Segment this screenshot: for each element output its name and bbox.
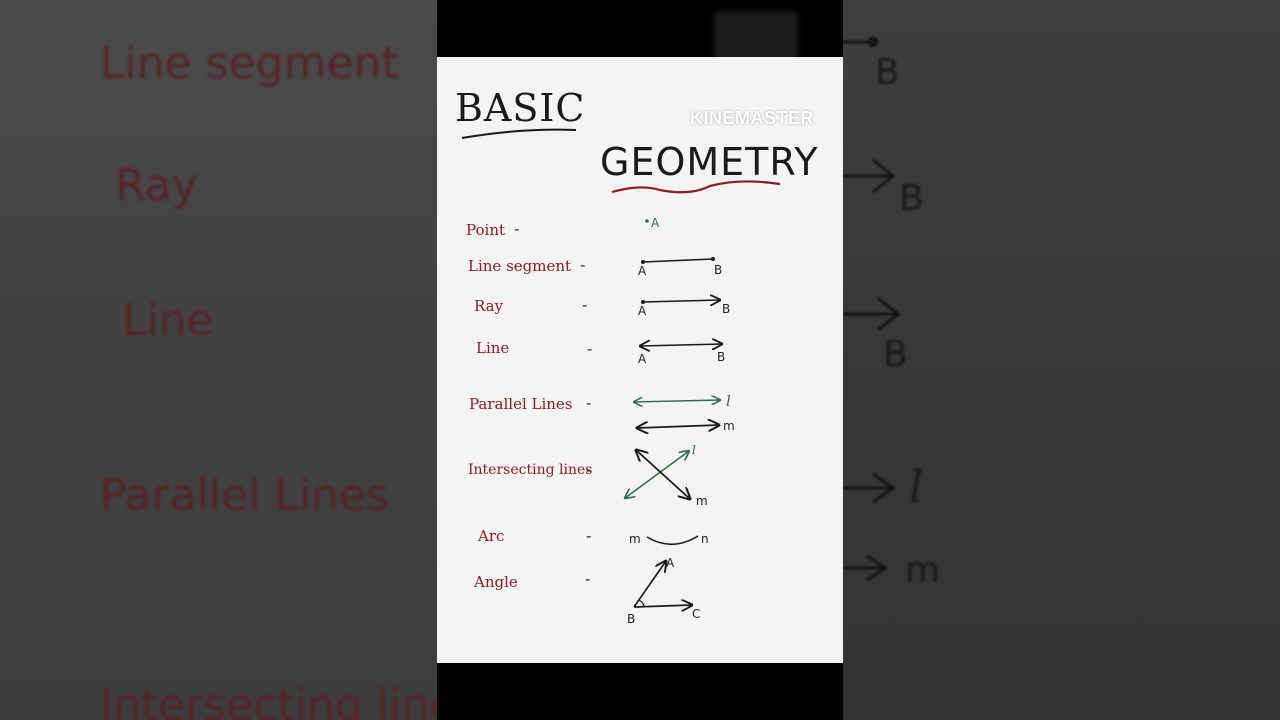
- segment-line: [642, 258, 714, 263]
- segment-endpoint: [641, 260, 645, 264]
- parallel-line-l: [634, 400, 720, 402]
- angle-label-a: A: [666, 556, 675, 570]
- bg-text: Ray: [115, 160, 198, 211]
- blurred-overlay: [715, 12, 797, 60]
- ray-label-a: A: [638, 304, 647, 318]
- term-arc: Arc: [478, 527, 505, 545]
- background-left-blur: Line segment Ray Line Parallel Lines Int…: [0, 0, 437, 720]
- bg-letter: m: [905, 550, 941, 591]
- term-dash: -: [586, 527, 592, 545]
- point-label: A: [651, 216, 660, 230]
- bg-letter: B: [899, 178, 924, 219]
- term-ray: Ray: [474, 297, 504, 315]
- bg-arrows: [843, 36, 901, 582]
- parallel-label-m: m: [723, 419, 735, 433]
- intersect-line-l: [625, 451, 689, 498]
- bg-letter: l: [909, 462, 924, 513]
- term-dash: -: [580, 256, 586, 274]
- term-dash: -: [586, 394, 592, 412]
- term-dash: -: [514, 220, 520, 238]
- segment-endpoint: [711, 257, 715, 261]
- arc-label-n: n: [701, 532, 709, 546]
- line-line: [640, 344, 722, 346]
- bg-letter: B: [883, 334, 908, 375]
- term-dash: -: [586, 461, 592, 479]
- angle-ray-ba: [633, 561, 666, 608]
- term-dash: -: [587, 340, 593, 358]
- angle-label-b: B: [627, 612, 636, 626]
- intersect-label-m: m: [696, 494, 708, 508]
- term-line: Line: [476, 339, 510, 357]
- arc-curve: [646, 535, 699, 546]
- term-dash: -: [585, 570, 591, 588]
- parallel-label-l: l: [726, 392, 731, 410]
- angle-label-c: C: [692, 607, 701, 621]
- bg-text: Line: [122, 295, 214, 346]
- paper-sheet: [437, 57, 843, 663]
- bg-text: Line segment: [100, 38, 399, 89]
- bg-text: Parallel Lines: [100, 470, 389, 521]
- ray-line: [642, 300, 720, 302]
- ray-endpoint: [641, 300, 645, 304]
- segment-label-b: B: [714, 263, 723, 277]
- term-intersecting-lines: Intersecting lines: [468, 462, 593, 478]
- point-dot: [645, 219, 649, 223]
- angle-ray-bc: [633, 605, 692, 607]
- intersect-line-m: [636, 450, 690, 499]
- intersect-label-l: l: [692, 443, 696, 457]
- line-label-a: A: [638, 352, 647, 366]
- line-label-b: B: [717, 350, 726, 364]
- kinemaster-watermark: KINEMASTER: [690, 108, 815, 128]
- title-basic: BASIC: [455, 86, 586, 130]
- bg-text: Intersecting lines: [100, 680, 437, 720]
- segment-label-a: A: [638, 264, 647, 278]
- term-parallel-lines: Parallel Lines: [469, 395, 573, 413]
- parallel-line-m: [637, 425, 719, 428]
- geometry-underline: [611, 180, 781, 194]
- angle-arc: [638, 599, 645, 608]
- basic-underline: [461, 128, 577, 139]
- arc-label-m: m: [629, 532, 641, 546]
- title-geometry: GEOMETRY: [600, 140, 819, 184]
- bg-letter: B: [875, 52, 900, 93]
- term-angle: Angle: [474, 573, 518, 591]
- background-right-blur: B B B l m: [843, 0, 1280, 720]
- term-dash: -: [582, 296, 588, 314]
- term-point: Point: [466, 221, 506, 239]
- ray-label-b: B: [722, 302, 731, 316]
- term-line-segment: Line segment: [468, 257, 572, 275]
